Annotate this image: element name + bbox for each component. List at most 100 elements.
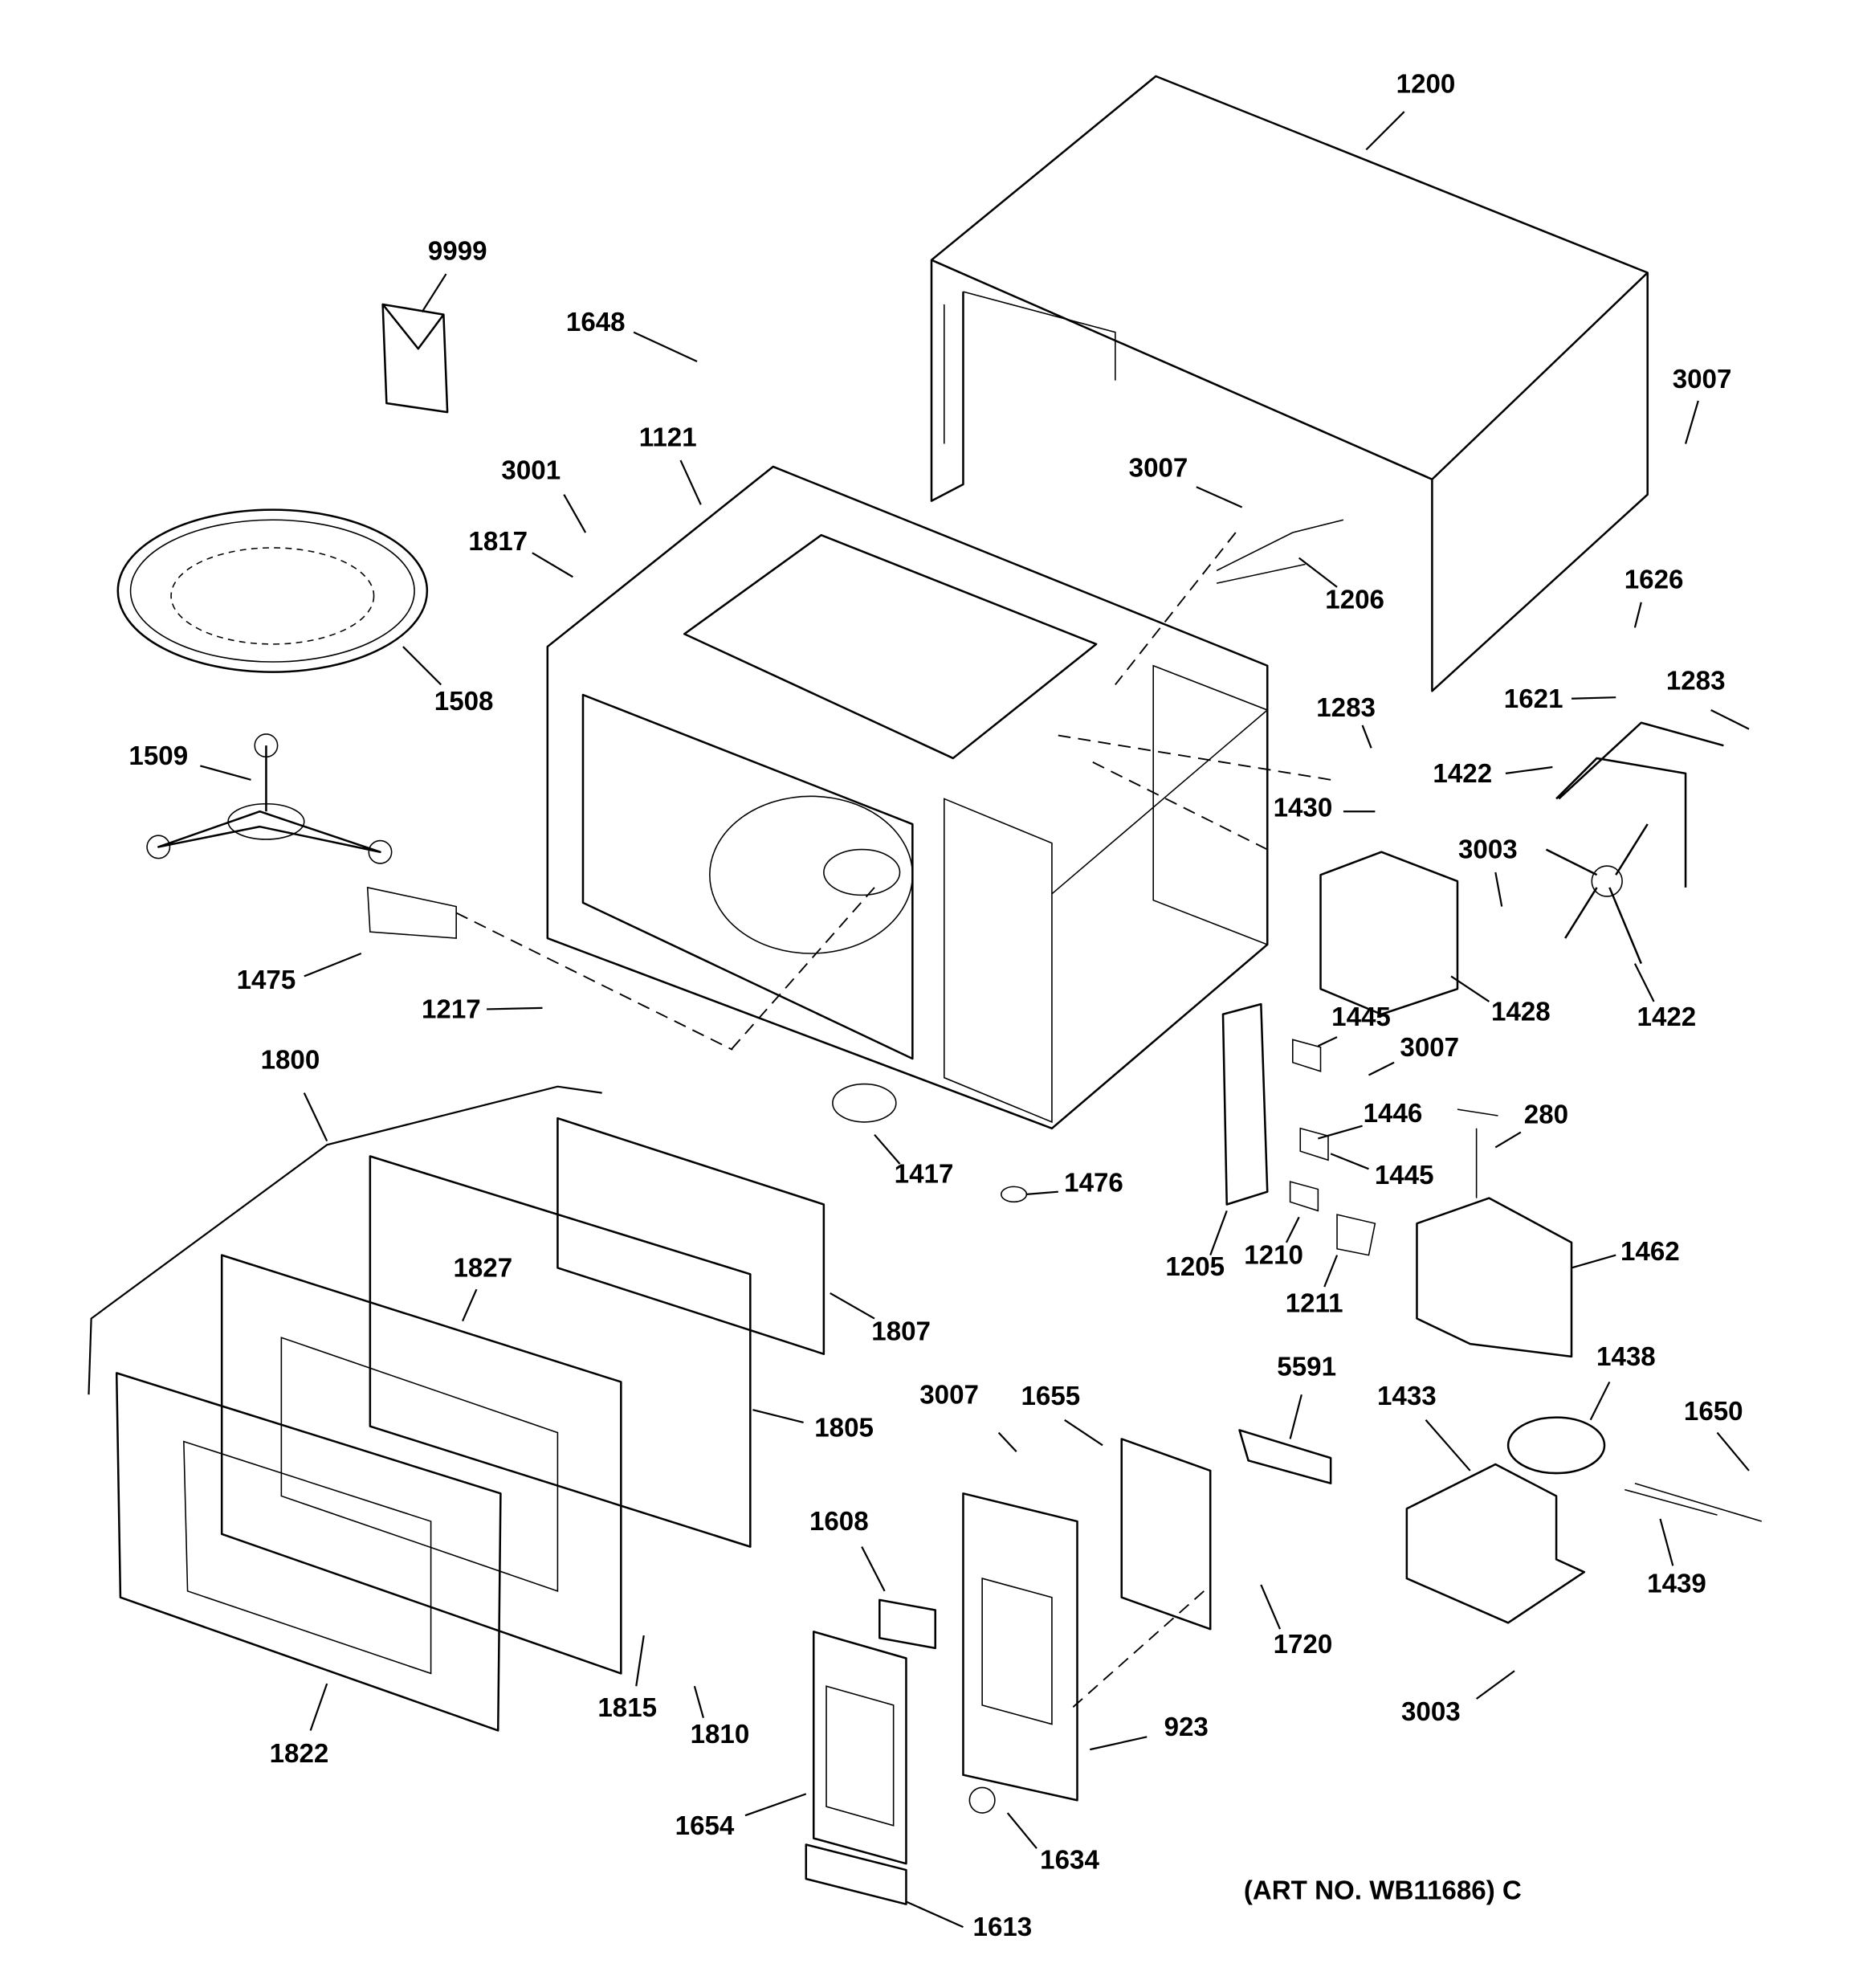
part-label-1650: 1650 xyxy=(1684,1397,1743,1427)
leader-line-1422 xyxy=(1505,765,1553,774)
leader-line-1206 xyxy=(1298,557,1338,588)
part-label-3007: 3007 xyxy=(1129,454,1188,484)
leader-line-1822 xyxy=(309,1683,328,1731)
leader-line-1608 xyxy=(861,1546,886,1592)
part-label-1462: 1462 xyxy=(1620,1237,1680,1267)
leader-line-3007 xyxy=(1368,1061,1395,1076)
part-label-1217: 1217 xyxy=(422,994,481,1024)
leader-line-3003 xyxy=(1494,872,1503,907)
leader-line-1650 xyxy=(1716,1431,1750,1472)
part-label-1210: 1210 xyxy=(1244,1241,1303,1271)
leader-line-1475 xyxy=(304,952,362,978)
part-label-1655: 1655 xyxy=(1021,1382,1081,1411)
leader-line-1438 xyxy=(1589,1381,1611,1421)
part-label-1121: 1121 xyxy=(639,423,697,453)
part-label-1654: 1654 xyxy=(675,1811,735,1841)
part-label-3007: 3007 xyxy=(1673,365,1732,394)
turntable-tray-1508 xyxy=(116,508,429,673)
part-label-1417: 1417 xyxy=(895,1160,954,1190)
part-label-3003: 3003 xyxy=(1458,835,1518,865)
leader-line-5591 xyxy=(1289,1394,1302,1439)
leader-line-3007 xyxy=(1196,486,1243,508)
part-label-1613: 1613 xyxy=(973,1912,1033,1942)
part-label-1439: 1439 xyxy=(1647,1569,1706,1598)
part-label-1476: 1476 xyxy=(1064,1169,1123,1198)
part-label-1648: 1648 xyxy=(566,308,626,337)
part-label-280: 280 xyxy=(1524,1100,1568,1129)
part-label-1445: 1445 xyxy=(1375,1161,1434,1190)
leader-line-1211 xyxy=(1323,1255,1339,1288)
part-label-1805: 1805 xyxy=(814,1413,874,1443)
leader-line-9999 xyxy=(421,273,447,313)
part-label-1206: 1206 xyxy=(1325,586,1384,615)
outer-case-1200 xyxy=(930,75,1649,692)
leader-line-3001 xyxy=(563,494,587,533)
part-label-1720: 1720 xyxy=(1274,1630,1333,1659)
leader-line-1807 xyxy=(830,1292,875,1320)
part-label-1475: 1475 xyxy=(237,965,296,995)
part-label-1509: 1509 xyxy=(128,741,188,771)
envelope-9999 xyxy=(381,303,449,414)
part-label-1445: 1445 xyxy=(1331,1002,1391,1032)
leader-line-1817 xyxy=(532,552,573,578)
leader-line-3003 xyxy=(1475,1670,1515,1700)
leader-line-1805 xyxy=(752,1409,804,1424)
leader-line-1433 xyxy=(1425,1419,1471,1472)
part-label-1446: 1446 xyxy=(1364,1099,1423,1129)
leader-line-1446 xyxy=(1318,1125,1363,1140)
part-label-3003: 3003 xyxy=(1401,1697,1461,1727)
leader-line-1626 xyxy=(1633,602,1642,628)
leader-line-1217 xyxy=(487,1006,543,1010)
leader-line-1210 xyxy=(1285,1216,1300,1243)
part-label-1634: 1634 xyxy=(1040,1845,1099,1875)
control-panel xyxy=(805,1438,1212,1905)
part-label-1283: 1283 xyxy=(1316,693,1376,723)
part-label-1815: 1815 xyxy=(597,1693,657,1723)
part-label-1433: 1433 xyxy=(1377,1382,1437,1411)
part-label-1626: 1626 xyxy=(1625,565,1684,594)
leader-line-1509 xyxy=(200,765,251,781)
leader-line-1462 xyxy=(1571,1254,1616,1269)
part-label-1810: 1810 xyxy=(691,1720,750,1749)
part-label-3001: 3001 xyxy=(501,456,561,486)
part-label-1817: 1817 xyxy=(468,527,528,557)
leader-line-1200 xyxy=(1365,111,1405,151)
leader-line-1654 xyxy=(744,1793,807,1817)
leader-line-1800 xyxy=(303,1092,328,1142)
leader-line-1476 xyxy=(1026,1190,1058,1195)
part-label-1621: 1621 xyxy=(1504,684,1563,714)
leader-line-1439 xyxy=(1659,1518,1674,1566)
components-right xyxy=(366,519,1762,1624)
part-label-1422: 1422 xyxy=(1637,1002,1697,1032)
part-label-1200: 1200 xyxy=(1396,69,1456,99)
roller-ring-1509 xyxy=(146,733,393,864)
dashed-guides xyxy=(455,532,1331,1710)
part-labels: 1200 9999 1648 3007 3001 1121 3007 1817 1206 1626… xyxy=(128,69,1743,1942)
part-label-1608: 1608 xyxy=(809,1507,869,1537)
leader-line-1422 xyxy=(1633,963,1655,1002)
part-label-9999: 9999 xyxy=(428,237,487,267)
leader-line-1815 xyxy=(635,1635,645,1687)
leader-line-1827 xyxy=(462,1288,478,1322)
leader-line-1445 xyxy=(1330,1153,1369,1170)
leader-line-1655 xyxy=(1064,1419,1103,1447)
leader-line-1634 xyxy=(1006,1812,1037,1849)
leader-line-1810 xyxy=(693,1685,704,1718)
leader-line-1508 xyxy=(402,646,442,686)
leader-line-3007 xyxy=(1684,400,1699,444)
part-label-1205: 1205 xyxy=(1165,1252,1225,1282)
part-label-1438: 1438 xyxy=(1596,1342,1656,1372)
part-label-1827: 1827 xyxy=(453,1253,512,1283)
cavity-chassis xyxy=(546,465,1269,1130)
part-label-923: 923 xyxy=(1164,1712,1209,1742)
part-label-1430: 1430 xyxy=(1274,794,1333,823)
leader-line-1205 xyxy=(1209,1210,1228,1256)
part-label-5591: 5591 xyxy=(1277,1353,1336,1382)
part-label-1428: 1428 xyxy=(1491,998,1551,1027)
part-label-1283: 1283 xyxy=(1666,667,1726,696)
art-number: (ART NO. WB11686) C xyxy=(1244,1876,1522,1905)
part-label-1822: 1822 xyxy=(270,1739,329,1769)
leader-line-923 xyxy=(1090,1736,1148,1751)
leader-line-280 xyxy=(1494,1131,1522,1149)
